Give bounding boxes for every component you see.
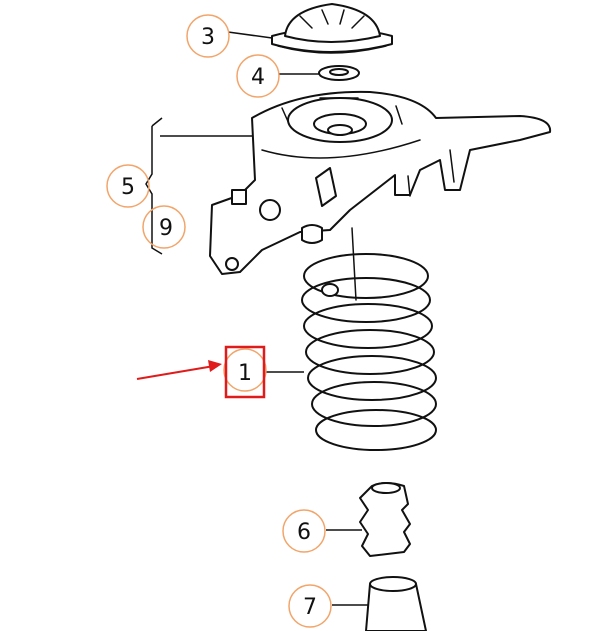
callout-3[interactable]: 3 [186,14,273,58]
callout-9[interactable]: 9 [142,205,186,249]
highlight-box [224,345,266,399]
bump-stop [359,482,411,557]
callout-7-label: 7 [303,595,317,620]
callout-9-label: 9 [159,216,173,241]
callout-4-label: 4 [251,65,265,90]
callout-6-label: 6 [297,520,311,545]
callout-1-label: 1 [238,361,252,386]
coil-spring [301,227,437,451]
callout-1[interactable]: 1 [136,345,304,399]
callout-5-label: 5 [121,175,135,200]
callout-6[interactable]: 6 [282,509,362,553]
callout-4[interactable]: 4 [236,54,319,98]
callout-5[interactable]: 5 [106,117,252,255]
upper-housing [209,90,552,275]
bearing-washer [318,65,360,81]
dust-boot [365,576,427,631]
callout-7[interactable]: 7 [288,584,368,628]
callout-3-label: 3 [201,25,215,50]
top-mount [271,3,393,54]
